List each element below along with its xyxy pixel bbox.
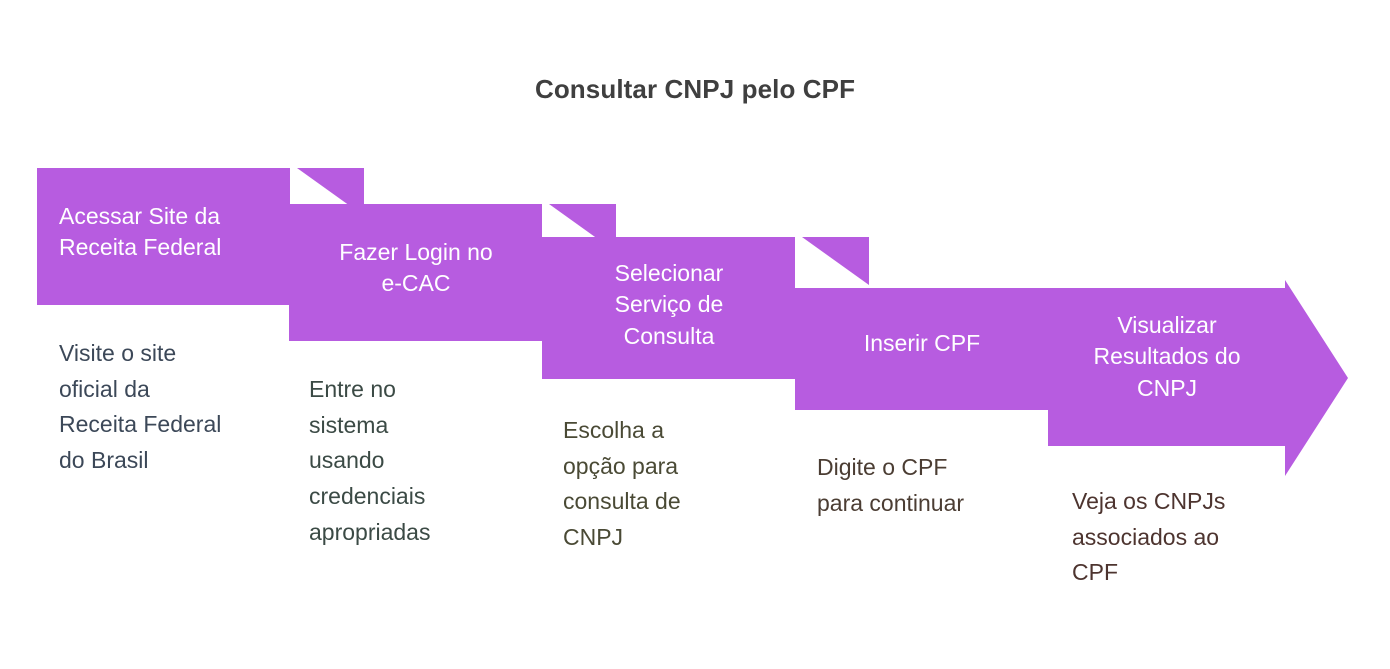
step-2-caption: Entre no sistema usando credenciais apro… [309, 376, 431, 545]
step-5-arrow-shape [1048, 280, 1358, 476]
step-5-caption: Veja os CNPJs associados ao CPF [1072, 488, 1226, 586]
step-1-caption: Visite o site oficial da Receita Federal… [59, 340, 222, 473]
step-4-caption: Digite o CPF para continuar [817, 454, 965, 516]
step-3-banner-shape [542, 237, 872, 382]
step-3-caption: Escolha a opção para consulta de CNPJ [563, 417, 681, 550]
page-title: Consultar CNPJ pelo CPF [534, 74, 856, 104]
